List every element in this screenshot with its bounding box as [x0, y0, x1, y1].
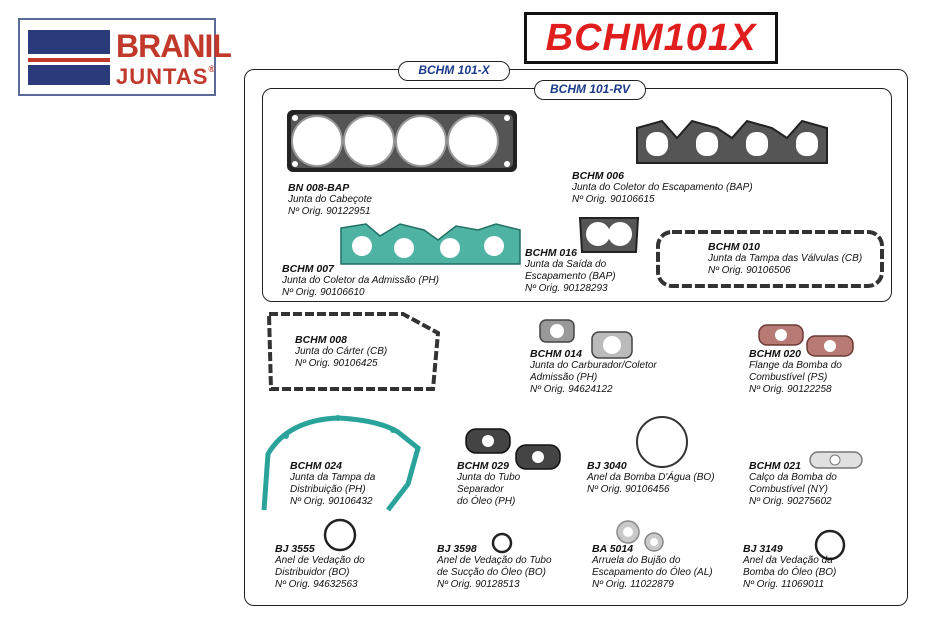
brand-subtitle: JUNTAS: [116, 64, 216, 90]
fuel-pump-flange-icon: [758, 324, 854, 357]
brand-name: BRANIL: [116, 28, 232, 64]
outer-frame: [244, 69, 908, 606]
oil-pump-ring-icon: [814, 529, 846, 561]
exhaust-outlet-gasket-icon: [578, 217, 640, 253]
head-gasket-icon: [287, 110, 517, 172]
branil-logo: BRANIL JUNTAS: [18, 18, 232, 96]
oil-separator-gasket-icon: [465, 428, 561, 470]
oil-pan-gasket-icon: [266, 312, 441, 391]
intake-manifold-gasket-icon: [340, 223, 521, 265]
inner-tag: BCHM 101-RV: [534, 80, 646, 100]
kit-code-box: BCHM101X: [524, 12, 778, 64]
valve-cover-gasket-icon: [656, 230, 884, 288]
distributor-ring-icon: [323, 518, 357, 552]
logo-stripes-icon: [28, 30, 110, 85]
drain-plug-washer-icon: [616, 520, 664, 552]
exhaust-manifold-gasket-icon: [636, 119, 828, 164]
kit-code: BCHM101X: [545, 16, 757, 59]
outer-tag: BCHM 101-X: [398, 61, 510, 81]
carburetor-gasket-icon: [539, 319, 633, 359]
oil-suction-ring-icon: [491, 532, 513, 554]
water-pump-ring-icon: [636, 416, 688, 468]
timing-cover-gasket-icon: [261, 415, 421, 512]
fuel-pump-shim-icon: [809, 451, 863, 469]
